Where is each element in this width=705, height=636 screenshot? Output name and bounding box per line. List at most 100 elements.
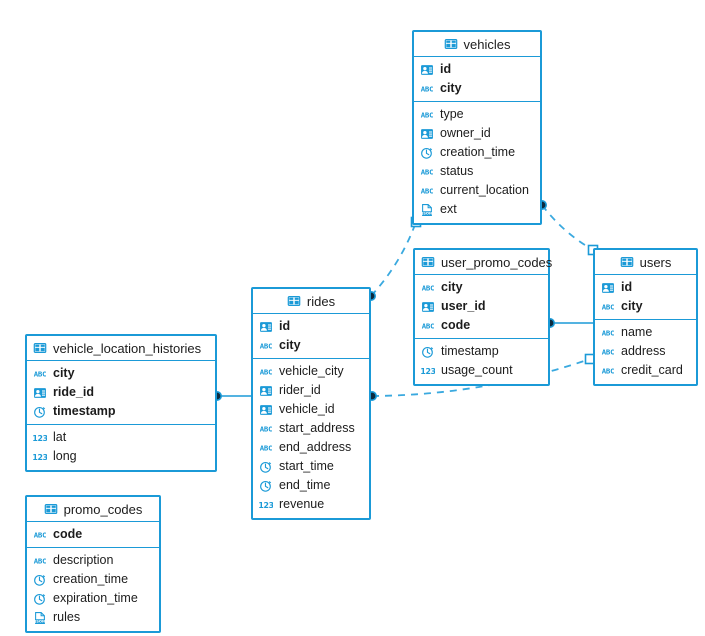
column-row[interactable]: creation_time: [27, 570, 159, 589]
column-row[interactable]: timestamp: [27, 402, 215, 421]
svg-text:ABC: ABC: [422, 283, 434, 292]
column-name: city: [440, 81, 462, 96]
svg-text:ABC: ABC: [34, 556, 46, 565]
table-header-vehicle_location_histories[interactable]: vehicle_location_histories: [27, 336, 215, 361]
column-name: vehicle_city: [279, 364, 344, 379]
abc-string-icon: ABC: [33, 367, 47, 381]
json-file-icon: JSON: [33, 611, 47, 625]
column-name: creation_time: [53, 572, 129, 587]
column-row[interactable]: id: [253, 317, 369, 336]
clock-icon: [33, 573, 47, 587]
column-row[interactable]: vehicle_id: [253, 400, 369, 419]
column-row[interactable]: ABC city: [27, 364, 215, 383]
svg-text:123: 123: [259, 500, 273, 509]
column-name: id: [621, 280, 633, 295]
column-row[interactable]: ride_id: [27, 383, 215, 402]
table-name: rides: [306, 293, 336, 309]
abc-string-icon: ABC: [420, 82, 434, 96]
svg-text:123: 123: [33, 433, 47, 442]
column-row[interactable]: user_id: [415, 297, 548, 316]
abc-string-icon: ABC: [420, 184, 434, 198]
svg-text:ABC: ABC: [34, 530, 46, 539]
svg-text:ABC: ABC: [602, 302, 614, 311]
column-name: end_time: [279, 478, 331, 493]
column-row[interactable]: ABC address: [595, 342, 696, 361]
svg-text:123: 123: [33, 452, 47, 461]
column-row[interactable]: start_time: [253, 457, 369, 476]
column-name: credit_card: [621, 363, 683, 378]
table-header-users[interactable]: users: [595, 250, 696, 275]
column-name: name: [621, 325, 653, 340]
column-row[interactable]: ABC type: [414, 105, 540, 124]
svg-text:ABC: ABC: [421, 186, 433, 195]
abc-string-icon: ABC: [259, 339, 273, 353]
column-name: type: [440, 107, 464, 122]
column-name: expiration_time: [53, 591, 138, 606]
column-name: address: [621, 344, 666, 359]
abc-string-icon: ABC: [601, 345, 615, 359]
id-badge-icon: [259, 320, 273, 334]
clock-icon: [33, 405, 47, 419]
column-name: code: [441, 318, 471, 333]
column-name: description: [53, 553, 114, 568]
abc-string-icon: ABC: [259, 422, 273, 436]
column-name: rider_id: [279, 383, 321, 398]
column-row[interactable]: ABC city: [414, 79, 540, 98]
table-header-user_promo_codes[interactable]: user_promo_codes: [415, 250, 552, 275]
column-row[interactable]: owner_id: [414, 124, 540, 143]
column-name: user_id: [441, 299, 486, 314]
id-badge-icon: [420, 63, 434, 77]
column-row[interactable]: creation_time: [414, 143, 540, 162]
column-name: status: [440, 164, 474, 179]
column-row[interactable]: expiration_time: [27, 589, 159, 608]
table-grid-icon: [287, 294, 301, 308]
column-row[interactable]: JSON rules: [27, 608, 159, 627]
table-header-rides[interactable]: rides: [253, 289, 369, 314]
column-row[interactable]: 123 revenue: [253, 495, 369, 514]
svg-text:ABC: ABC: [34, 369, 46, 378]
svg-text:123: 123: [421, 366, 435, 375]
table-header-vehicles[interactable]: vehicles: [414, 32, 540, 57]
column-row[interactable]: ABC code: [27, 525, 159, 544]
table-header-promo_codes[interactable]: promo_codes: [27, 497, 159, 522]
column-name: city: [53, 366, 75, 381]
abc-string-icon: ABC: [420, 108, 434, 122]
columns-section: ABC description creation_time expiration_ti…: [27, 548, 159, 631]
column-row[interactable]: id: [414, 60, 540, 79]
column-name: revenue: [279, 497, 325, 512]
column-row[interactable]: ABC description: [27, 551, 159, 570]
column-row[interactable]: ABC code: [415, 316, 548, 335]
column-row[interactable]: rider_id: [253, 381, 369, 400]
column-row[interactable]: id: [595, 278, 696, 297]
id-badge-icon: [33, 386, 47, 400]
table-name: user_promo_codes: [441, 254, 553, 270]
id-badge-icon: [259, 403, 273, 417]
svg-text:ABC: ABC: [422, 321, 434, 330]
column-row[interactable]: timestamp: [415, 342, 548, 361]
column-name: code: [53, 527, 83, 542]
column-name: rules: [53, 610, 81, 625]
column-row[interactable]: end_time: [253, 476, 369, 495]
